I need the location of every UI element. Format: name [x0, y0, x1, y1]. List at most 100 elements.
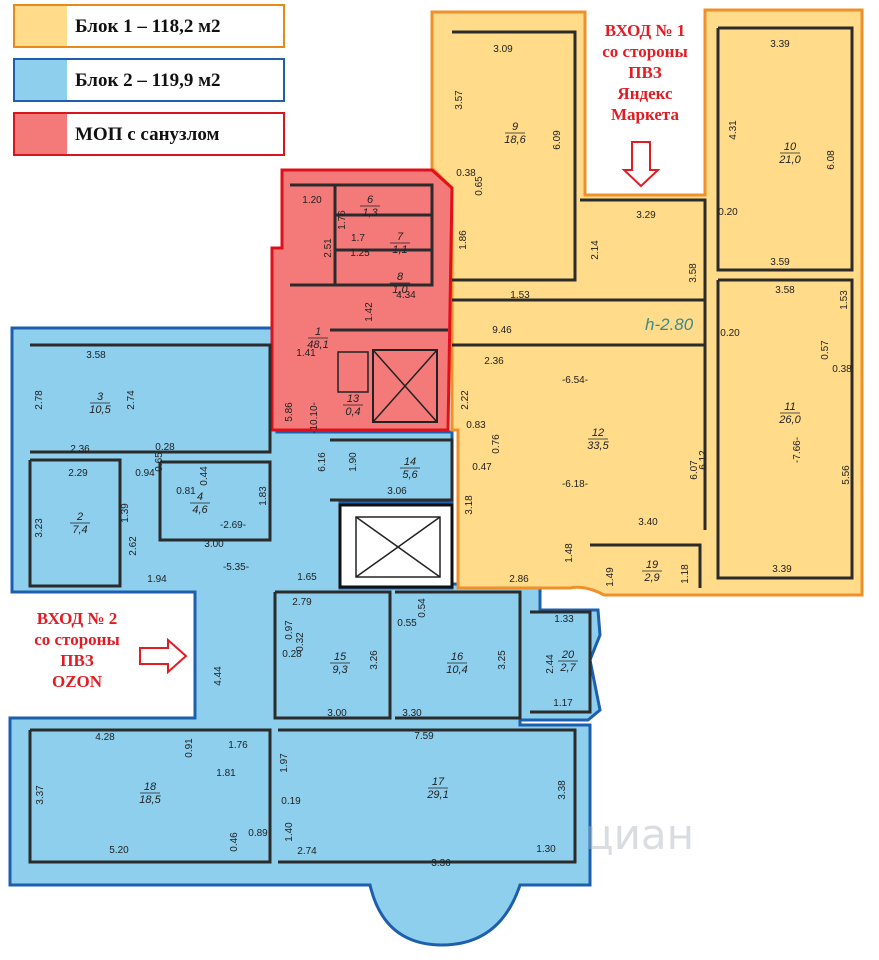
room-area: 1,0	[392, 284, 408, 296]
entrance2-line: ПВЗ	[60, 651, 94, 670]
dimension-label: 1.76	[228, 740, 248, 751]
entrance2-label: ВХОД № 2 со стороны ПВЗ OZON	[22, 608, 132, 692]
dimension-label: 3.23	[34, 518, 45, 538]
room-labels: 148,127,4310,544,661,371,181,0918,61021,…	[70, 121, 802, 806]
room-number: 6	[367, 194, 374, 206]
room-area: 7,4	[72, 524, 87, 536]
dimension-label: 1.42	[364, 302, 375, 322]
entrance1-line: ВХОД № 1	[604, 21, 686, 40]
dimension-label: 2.14	[590, 240, 601, 260]
dimension-label: 1.25	[350, 248, 370, 259]
dimension-label: 0.19	[281, 796, 301, 807]
dimension-label: 3.29	[636, 210, 656, 221]
walls	[28, 26, 854, 864]
legend-label-block1: Блок 1 – 118,2 м2	[75, 16, 221, 37]
dimension-label: 0.65	[154, 452, 165, 472]
room-number: 4	[197, 491, 203, 503]
dimension-label: 5.86	[284, 402, 295, 422]
room-number: 16	[451, 651, 464, 663]
dimension-label: 3.58	[775, 285, 795, 296]
dimension-label: 1.90	[348, 452, 359, 472]
room-number: 15	[334, 651, 347, 663]
dimension-label: 0.28	[282, 649, 302, 660]
dimension-label: 1.41	[296, 348, 316, 359]
room-20: 202,7	[558, 649, 578, 674]
dimension-label: 0.28	[155, 442, 175, 453]
dimension-label: 0.57	[820, 340, 831, 360]
dimension-label: 3.39	[770, 39, 790, 50]
dimension-label: 0.32	[295, 632, 306, 652]
dimension-label: 2.44	[545, 654, 556, 674]
dimension-label: 6.09	[552, 130, 563, 150]
room-number: 17	[432, 776, 445, 788]
dimension-label: 6.12	[698, 450, 709, 470]
room-number: 12	[592, 427, 604, 439]
dimension-label: 1.49	[605, 567, 616, 587]
dimension-label: 0.94	[135, 468, 155, 479]
dimension-label: 0.91	[184, 738, 195, 758]
dimension-label: 1.20	[302, 195, 322, 206]
room-number: 18	[144, 781, 157, 793]
dimension-label: 0.83	[466, 420, 486, 431]
block1-area	[430, 8, 864, 597]
dimension-label: 1.53	[839, 290, 850, 310]
room-6: 61,3	[360, 194, 380, 219]
dimension-label: 1.40	[284, 822, 295, 842]
room-area: 2,7	[559, 662, 576, 674]
dimension-label: 0.44	[199, 466, 210, 486]
room-area: 48,1	[307, 339, 328, 351]
room-1: 148,1	[307, 326, 328, 351]
dimension-label: 9.46	[492, 325, 512, 336]
dimension-label: 2.36	[484, 356, 504, 367]
dimension-label: 2.86	[509, 574, 529, 585]
room-area: 10,4	[446, 664, 467, 676]
dimension-label: 1.65	[297, 572, 317, 583]
dimension-label: -7.66-	[792, 437, 803, 463]
dimension-label: 6.16	[317, 452, 328, 472]
dimension-label: 4.34	[396, 290, 416, 301]
watermark-text: циан	[585, 810, 695, 859]
room-area: 10,5	[89, 404, 111, 416]
room-4: 44,6	[190, 491, 210, 516]
dimension-label: 0.47	[472, 462, 492, 473]
dimension-label: 5.56	[841, 465, 852, 485]
dimension-label: 0.81	[176, 486, 196, 497]
dimension-label: 1.81	[216, 768, 236, 779]
entrance1-line: Яндекс	[617, 84, 673, 103]
dimension-label: -2.69-	[220, 520, 246, 531]
room-area: 1,1	[392, 244, 407, 256]
room-number: 9	[512, 121, 518, 133]
room-2: 27,4	[70, 511, 90, 536]
dimension-label: 3.59	[770, 257, 790, 268]
dimension-label: 6.08	[826, 150, 837, 170]
dimension-label: 0.55	[397, 618, 417, 629]
legend-label-block2: Блок 2 – 119,9 м2	[75, 70, 221, 91]
dimension-label: 3.38	[557, 780, 568, 800]
room-13: 130,4	[343, 393, 363, 418]
room-area: 5,6	[402, 469, 418, 481]
room-number: 8	[397, 271, 404, 283]
dimension-label: 2.78	[34, 390, 45, 410]
legend-mop: МОП с санузлом	[13, 112, 285, 156]
dimension-label: 2.29	[68, 468, 88, 479]
dimension-label: 0.54	[417, 598, 428, 618]
room-number: 20	[561, 649, 575, 661]
dimension-label: 0.46	[229, 832, 240, 852]
room-area: 0,4	[345, 406, 360, 418]
dimension-label: 0.38	[832, 364, 852, 375]
room-number: 14	[404, 456, 416, 468]
room-area: 2,9	[643, 572, 659, 584]
room-number: 11	[784, 401, 795, 413]
room-area: 21,0	[778, 154, 801, 166]
dimension-label: 1.83	[258, 486, 269, 506]
dimension-label: 1.33	[554, 614, 574, 625]
dimension-label: 0.89	[248, 828, 268, 839]
legend-swatch-block2	[15, 60, 67, 100]
dimension-label: -10.10-	[309, 402, 320, 434]
room-area: 29,1	[426, 789, 448, 801]
dimension-label: 0.38	[456, 168, 476, 179]
dimension-labels: 3.093.576.090.380.651.863.292.141.533.39…	[34, 39, 852, 869]
